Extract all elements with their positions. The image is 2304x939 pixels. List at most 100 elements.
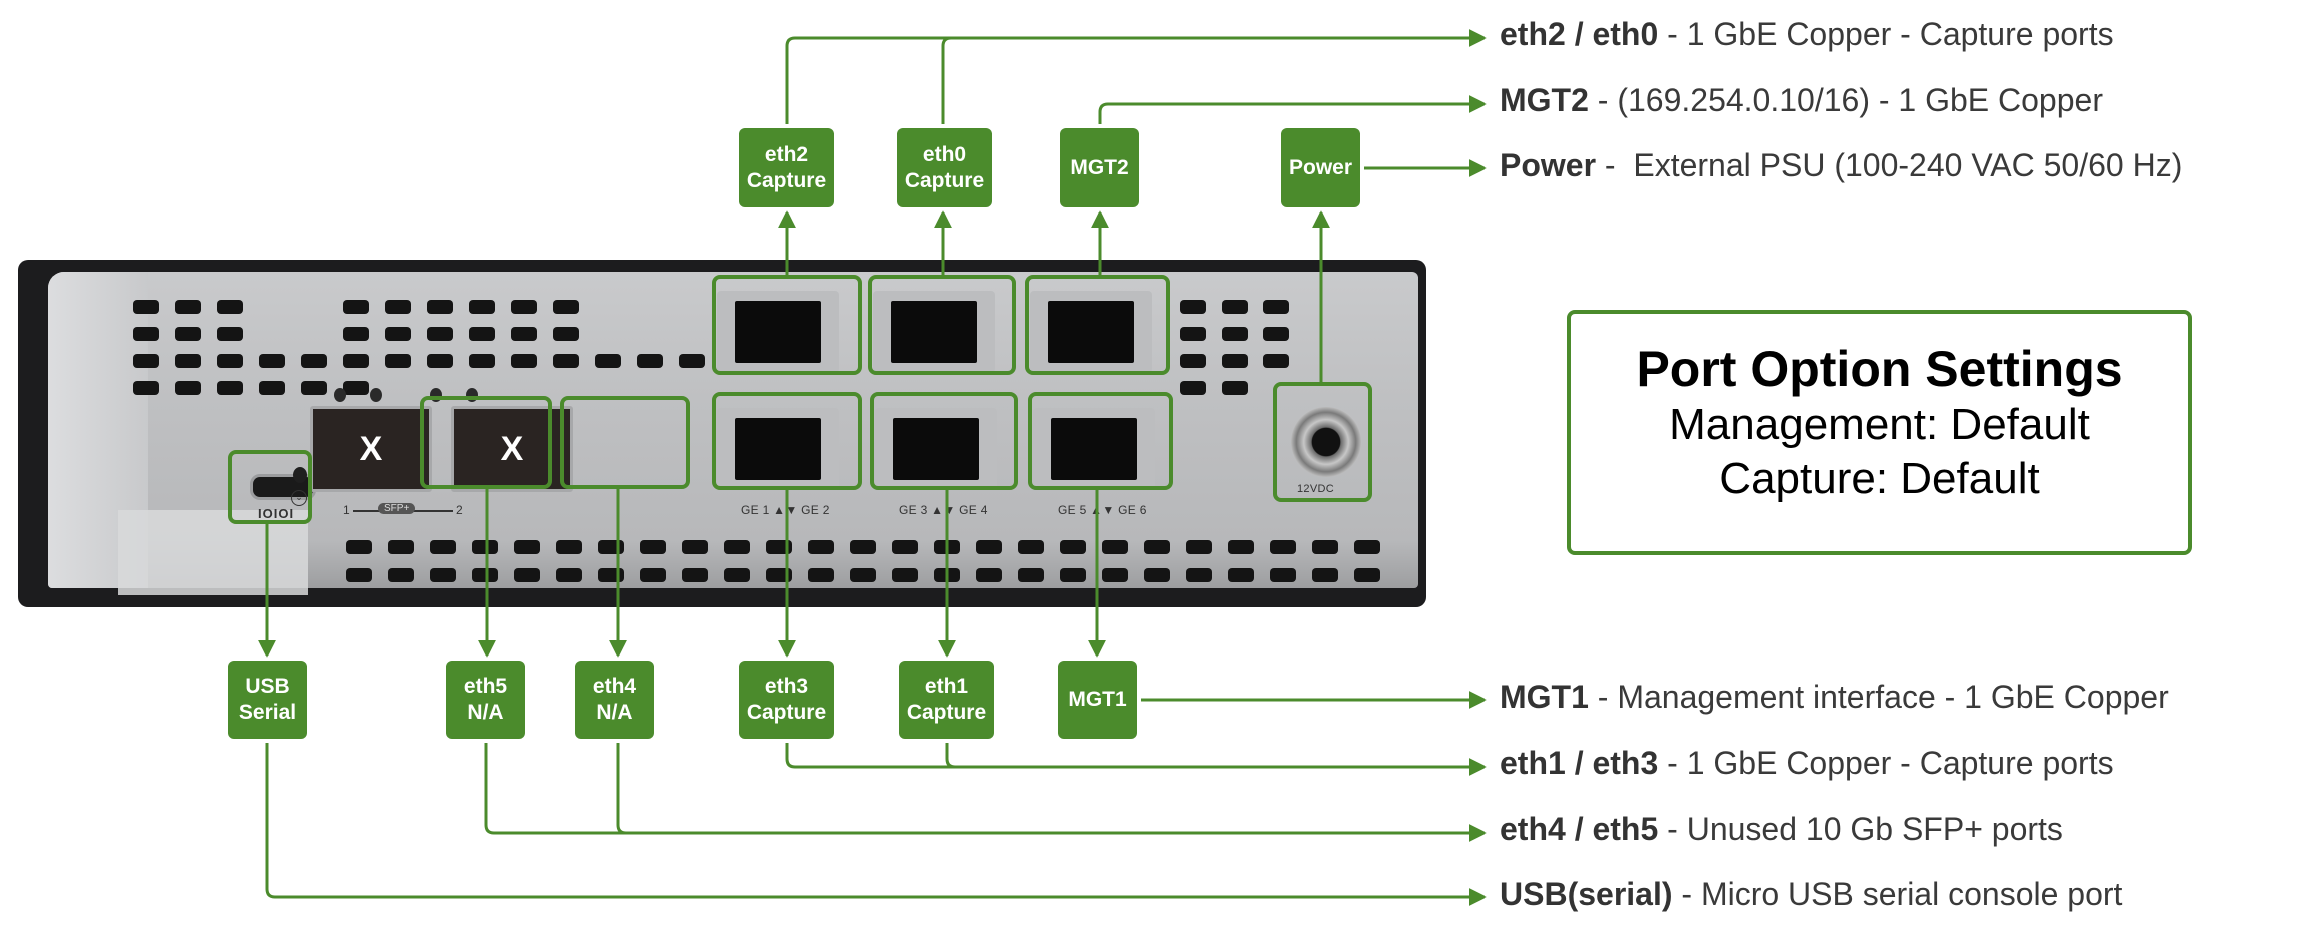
vent-hole	[553, 300, 579, 314]
vent-hole	[1018, 540, 1044, 554]
callout-mgt1-line1: MGT1	[1068, 688, 1127, 711]
eth0-highlight	[868, 275, 1016, 375]
vent-hole	[1228, 568, 1254, 582]
vent-hole	[427, 327, 453, 341]
legend-description: - Unused 10 Gb SFP+ ports	[1658, 811, 2063, 847]
vent-hole	[1144, 540, 1170, 554]
vent-hole	[133, 381, 159, 395]
rj45-ge4	[875, 408, 997, 490]
callout-eth1: eth1 Capture	[899, 661, 994, 739]
callout-eth0-line1: eth0	[922, 142, 967, 166]
vent-hole	[301, 381, 327, 395]
callout-eth3-line2: Capture	[746, 701, 827, 724]
vent-hole	[427, 354, 453, 368]
legend-eth1-eth3: eth1 / eth3 - 1 GbE Copper - Capture por…	[1500, 745, 2114, 782]
sfp1-led-a	[334, 388, 346, 402]
vent-hole	[472, 540, 498, 554]
vent-hole	[682, 568, 708, 582]
settings-title: Port Option Settings	[1636, 341, 2123, 397]
vent-hole	[472, 568, 498, 582]
callout-eth3: eth3 Capture	[739, 661, 834, 739]
legend-description: - External PSU (100-240 VAC 50/60 Hz)	[1596, 147, 2183, 183]
vent-hole	[640, 568, 666, 582]
wire-eth1-eth3-legend	[785, 743, 1487, 776]
rj45-ge6	[1033, 408, 1155, 490]
eth3-highlight	[712, 392, 862, 490]
callout-eth0: eth0 Capture	[897, 128, 992, 207]
vent-hole	[259, 354, 285, 368]
eth1-highlight	[870, 392, 1018, 490]
callout-usb: USB Serial	[228, 661, 307, 739]
sfp-label: SFP+	[378, 503, 416, 514]
vent-hole	[343, 381, 369, 395]
rj45-ge3	[873, 291, 995, 373]
port-option-settings-box: Port Option Settings Management: Default…	[1567, 310, 2192, 555]
vent-hole	[1228, 540, 1254, 554]
vent-hole	[343, 327, 369, 341]
callout-eth5: eth5 N/A	[446, 661, 525, 739]
power-highlight	[1273, 382, 1372, 502]
vent-hole	[850, 568, 876, 582]
wire-eth0-join	[941, 36, 952, 124]
sfp-port-1: X	[310, 406, 432, 492]
settings-management: Management: Default	[1669, 400, 2090, 449]
callout-eth4: eth4 N/A	[575, 661, 654, 739]
legend-description: - (169.254.0.10/16) - 1 GbE Copper	[1588, 82, 2103, 118]
wire-eth1-join	[945, 743, 956, 769]
vent-hole	[1312, 540, 1338, 554]
sfp1-led-b	[370, 388, 382, 402]
callout-eth5-line2: N/A	[467, 701, 504, 724]
wire-eth4-eth5-legend	[484, 743, 1487, 842]
vent-hole	[679, 354, 705, 368]
vent-hole	[1222, 300, 1248, 314]
legend-eth4-eth5: eth4 / eth5 - Unused 10 Gb SFP+ ports	[1500, 811, 2063, 848]
callout-eth1-line1: eth1	[924, 675, 969, 698]
vent-hole	[1060, 540, 1086, 554]
vent-hole	[808, 568, 834, 582]
vent-hole	[682, 540, 708, 554]
legend-mgt1: MGT1 - Management interface - 1 GbE Copp…	[1500, 679, 2169, 716]
callout-eth5-line1: eth5	[463, 675, 508, 698]
vent-hole	[301, 354, 327, 368]
callout-eth3-line1: eth3	[764, 675, 809, 698]
vent-hole	[553, 327, 579, 341]
callout-eth1-line2: Capture	[906, 701, 987, 724]
vent-hole	[724, 568, 750, 582]
vent-hole	[553, 354, 579, 368]
vent-hole	[217, 327, 243, 341]
vent-hole	[469, 354, 495, 368]
vent-hole	[175, 381, 201, 395]
callout-eth2: eth2 Capture	[739, 128, 834, 207]
callout-power-line1: Power	[1288, 155, 1353, 179]
eth4-highlight	[560, 396, 690, 489]
legend-term: USB(serial)	[1500, 876, 1673, 912]
legend-term: eth4 / eth5	[1500, 811, 1659, 847]
vent-hole	[346, 540, 372, 554]
legend-description: - 1 GbE Copper - Capture ports	[1658, 16, 2114, 52]
vent-hole	[1263, 354, 1289, 368]
vent-hole	[469, 300, 495, 314]
vent-hole	[1312, 568, 1338, 582]
serial-glyph: IOIOI	[258, 506, 295, 521]
eth2-highlight	[712, 275, 862, 375]
reset-icon: ⌄	[291, 490, 307, 506]
rj45-ge5	[1030, 291, 1152, 373]
callout-mgt1: MGT1	[1058, 661, 1137, 739]
vent-hole	[556, 540, 582, 554]
vent-hole	[133, 300, 159, 314]
legend-power: Power - External PSU (100-240 VAC 50/60 …	[1500, 147, 2182, 184]
sfp-label-1: 1	[343, 503, 350, 517]
vent-hole	[724, 540, 750, 554]
vent-hole	[133, 327, 159, 341]
vent-hole	[598, 568, 624, 582]
vent-hole	[1180, 300, 1206, 314]
vent-hole	[934, 568, 960, 582]
vent-hole	[511, 354, 537, 368]
vent-hole	[217, 381, 243, 395]
vent-hole	[598, 540, 624, 554]
vent-hole	[766, 568, 792, 582]
vent-hole	[1222, 327, 1248, 341]
legend-eth2-eth0: eth2 / eth0 - 1 GbE Copper - Capture por…	[1500, 16, 2114, 53]
vent-hole	[175, 354, 201, 368]
vent-hole	[1180, 354, 1206, 368]
